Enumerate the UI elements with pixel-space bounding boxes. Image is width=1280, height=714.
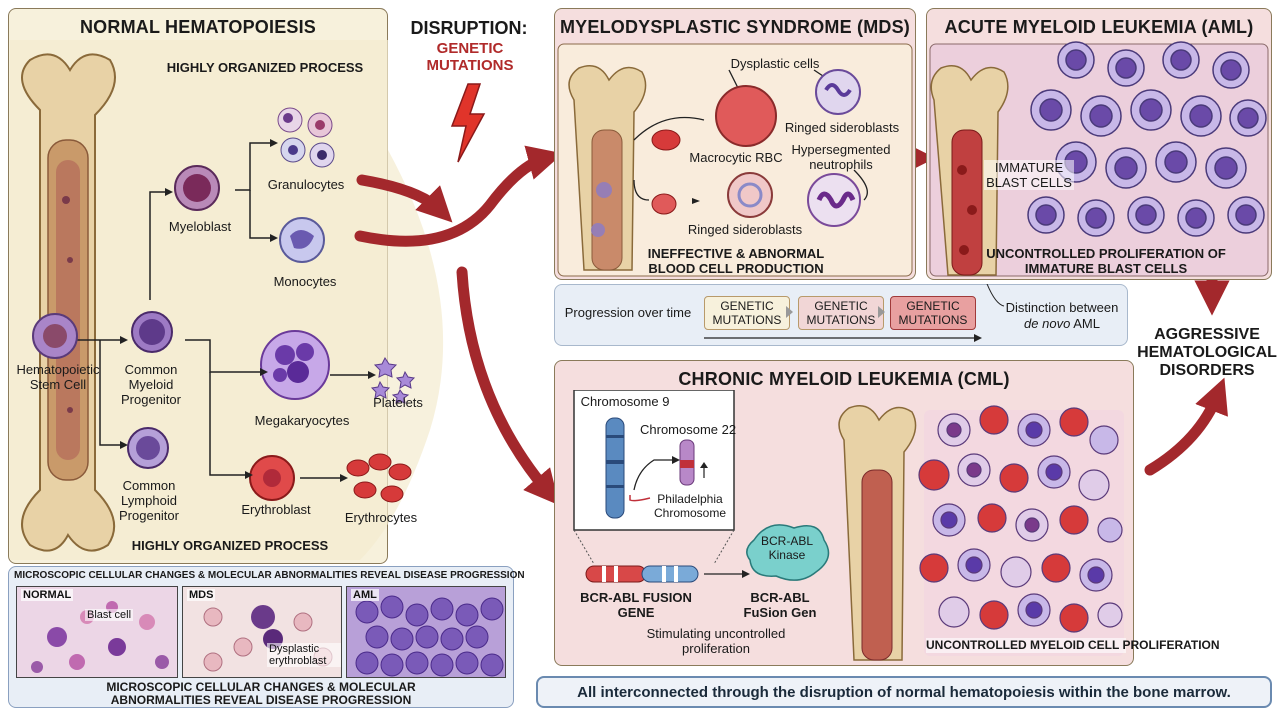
monocytes-label: Monocytes bbox=[273, 274, 337, 289]
disruption-title: DISRUPTION: bbox=[410, 18, 528, 38]
micro-aml-svg bbox=[355, 595, 504, 677]
micro-mds-tag: MDS bbox=[187, 589, 216, 601]
bottom-banner: All interconnected through the disruptio… bbox=[536, 676, 1272, 708]
cml-stimulating-label: Stimulating uncontrolled proliferation bbox=[646, 626, 786, 656]
progression-arrows-svg bbox=[704, 284, 1005, 342]
bone-illustration bbox=[21, 53, 116, 552]
arrow-to-cml bbox=[456, 266, 560, 506]
aml-bone bbox=[930, 65, 1009, 276]
bcr-abl-fusion-gene-icon bbox=[585, 565, 699, 583]
erythrocytes-cells bbox=[346, 453, 412, 503]
normal-subtitle-bottom: HIGHLY ORGANIZED PROCESS bbox=[131, 538, 329, 553]
microscopy-title: MICROSCOPIC CELLULAR CHANGES & MOLECULAR… bbox=[14, 570, 525, 581]
mds-macrocytic-label: Macrocytic RBC bbox=[689, 150, 783, 165]
progression-step-2: GENETIC MUTATIONS bbox=[798, 296, 884, 330]
stem-cell-label: Hematopoietic Stem Cell bbox=[16, 362, 100, 392]
cml-fusion-gen-label: BCR-ABL FuSion Gen bbox=[743, 590, 817, 620]
granulocytes-cells bbox=[277, 107, 335, 168]
platelets-cells bbox=[370, 357, 416, 404]
dysplastic-cell-icon bbox=[715, 85, 777, 147]
cml-chr22-label: Chromosome 22 bbox=[640, 422, 737, 437]
cml-chr9-label: Chromosome 9 bbox=[580, 394, 670, 409]
arrow-to-mds bbox=[354, 145, 563, 247]
aml-diagram-svg bbox=[929, 41, 1269, 277]
micro-normal-note: Blast cell bbox=[85, 609, 134, 621]
granulocytes-label: Granulocytes bbox=[267, 177, 345, 192]
mds-diagram-svg bbox=[557, 43, 913, 277]
mds-hyperseg-label: Hypersegmented neutrophils bbox=[791, 142, 891, 172]
myeloid-progenitor-label: Common Myeloid Progenitor bbox=[121, 362, 181, 407]
megakaryocyte-cell bbox=[260, 330, 330, 400]
erythrocytes-label: Erythrocytes bbox=[344, 510, 418, 525]
microscopy-footer: MICROSCOPIC CELLULAR CHANGES & MOLECULAR… bbox=[106, 680, 416, 707]
micro-mds-note: Dysplastic erythroblast bbox=[267, 643, 341, 667]
aml-footer: UNCONTROLLED PROLIFERATION OF IMMATURE B… bbox=[986, 246, 1226, 276]
normal-diagram-svg bbox=[10, 40, 444, 560]
arrow-normal-to-disruption bbox=[356, 174, 453, 223]
distinction-text: Distinction between bbox=[1005, 300, 1119, 315]
aml-immature-label: IMMATURE BLAST CELLS bbox=[984, 160, 1074, 190]
cml-myeloid-cells bbox=[918, 405, 1123, 633]
cml-philadelphia-label: Philadelphia Chromosome bbox=[653, 492, 727, 520]
micro-aml-image: AML bbox=[346, 586, 506, 678]
cml-fusion-gene-label: BCR-ABL FUSION GENE bbox=[580, 590, 692, 620]
platelets-label: Platelets bbox=[373, 395, 423, 410]
cml-diagram-svg bbox=[573, 390, 1124, 661]
distinction-em-text: de novo bbox=[1024, 316, 1071, 331]
macrocytic-rbc-icon bbox=[651, 129, 681, 151]
mds-ringed-bottom-label: Ringed sideroblasts bbox=[687, 222, 803, 237]
mds-dysplastic-label: Dysplastic cells bbox=[730, 56, 820, 71]
micro-aml-tag: AML bbox=[351, 589, 379, 601]
lineage-arrowheads bbox=[120, 139, 376, 482]
micro-normal-tag: NORMAL bbox=[21, 589, 74, 601]
aggressive-label: AGGRESSIVE HEMATOLOGICAL DISORDERS bbox=[1137, 326, 1277, 379]
erythroblast-label: Erythroblast bbox=[241, 502, 311, 517]
cml-kinase-label: BCR-ABL Kinase bbox=[760, 534, 813, 562]
normal-panel-title: NORMAL HEMATOPOIESIS bbox=[79, 17, 317, 37]
lightning-bolt-icon bbox=[450, 83, 486, 163]
disruption-subtitle: GENETIC MUTATIONS bbox=[426, 40, 514, 74]
normal-backdrop-blob bbox=[10, 40, 444, 560]
progression-step-3: GENETIC MUTATIONS bbox=[890, 296, 976, 330]
lymphoid-progenitor-label: Common Lymphoid Progenitor bbox=[119, 478, 179, 523]
progression-distinction: Distinction between de novo AML bbox=[996, 300, 1128, 332]
progression-label: Progression over time bbox=[564, 305, 692, 320]
distinction-end-text: AML bbox=[1073, 316, 1100, 331]
cml-footer: UNCONTROLLED MYELOID CELL PROLIFERATION bbox=[926, 638, 1220, 653]
mds-bone bbox=[568, 65, 647, 271]
chromosome-22-icon bbox=[679, 439, 695, 486]
micro-normal-image: NORMAL Blast cell bbox=[16, 586, 178, 678]
hypersegmented-neutrophil-icon bbox=[807, 173, 861, 227]
bottom-banner-text: All interconnected through the disruptio… bbox=[577, 684, 1231, 701]
megakaryocytes-label: Megakaryocytes bbox=[254, 413, 350, 428]
chromosome-9-icon bbox=[605, 417, 625, 519]
aml-blast-cells bbox=[1027, 41, 1267, 237]
bcr-abl-kinase-icon bbox=[746, 524, 830, 581]
mds-panel-title: MYELODYSPLASTIC SYNDROME (MDS) bbox=[559, 17, 910, 37]
arrow-cml-to-aggressive bbox=[1144, 377, 1228, 476]
mds-footer: INEFFECTIVE & ABNORMAL BLOOD CELL PRODUC… bbox=[647, 246, 825, 276]
mds-ringed-top-label: Ringed sideroblasts bbox=[784, 120, 900, 135]
normal-subtitle-top: HIGHLY ORGANIZED PROCESS bbox=[166, 60, 364, 75]
cml-bone bbox=[838, 405, 917, 661]
ringed-sideroblast-bottom-icon bbox=[727, 172, 773, 218]
micro-mds-image: MDS Dysplastic erythroblast bbox=[182, 586, 342, 678]
aml-panel-title: ACUTE MYELOID LEUKEMIA (AML) bbox=[944, 17, 1254, 37]
myeloblast-label: Myeloblast bbox=[168, 219, 232, 234]
lineage-connectors bbox=[75, 142, 368, 479]
cml-panel-title: CHRONIC MYELOID LEUKEMIA (CML) bbox=[678, 369, 1010, 389]
